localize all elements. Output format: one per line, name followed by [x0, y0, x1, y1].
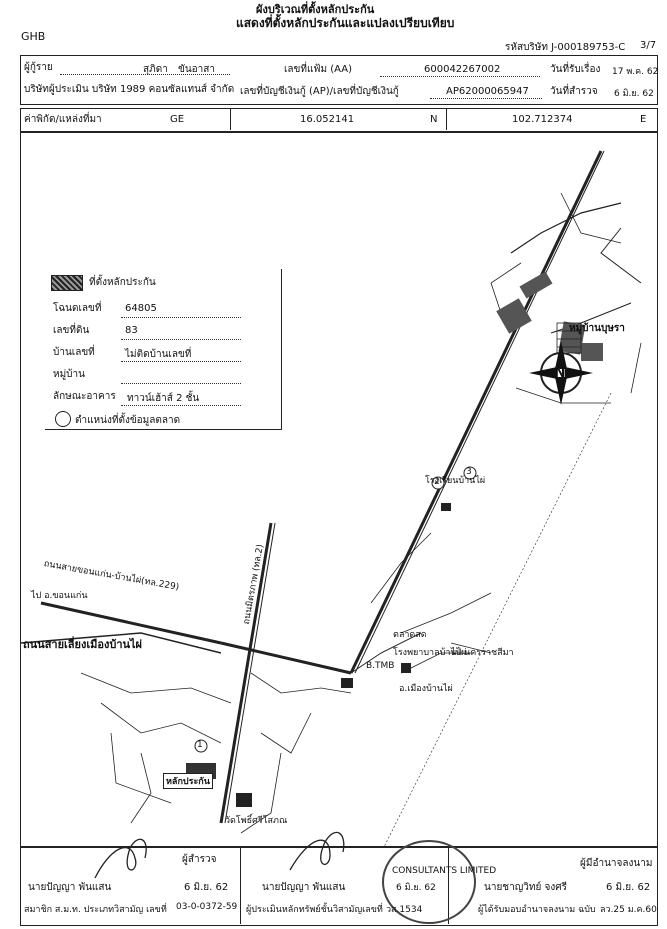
legend-land-no: 83 [125, 325, 138, 336]
file-no: 600042267002 [424, 64, 501, 75]
legend-deed-label: โฉนดเลขที่ [53, 303, 102, 314]
page-number: 3/7 [640, 40, 657, 51]
legend-house-label: บ้านเลขที่ [53, 347, 95, 358]
hatch-swatch-icon [51, 275, 83, 291]
map-marker-1: 1 [197, 740, 203, 750]
legend-building-label: ลักษณะอาคาร [53, 391, 116, 402]
market-circle-icon [55, 411, 71, 427]
map-to-khonkaen: ไป อ.ขอนแก่น [31, 591, 88, 601]
map-hospital: โรงพยาบาลบ้านไผ่ [393, 648, 467, 658]
coords-lon: 102.712374 [512, 114, 573, 125]
company-code: รหัสบริษัท J-000189753-C [505, 42, 626, 53]
coords-box [20, 108, 658, 132]
coords-divider-2 [446, 108, 447, 130]
appraiser-signature-icon [289, 831, 345, 871]
legend-house-no: ไม่ติดบ้านเลขที่ [125, 349, 192, 360]
coords-label: ค่าพิกัด/แหล่งที่มา [24, 114, 102, 125]
legend-building: ทาวน์เฮ้าส์ 2 ชั้น [127, 393, 200, 404]
stamp-text: CONSULTANTS LIMITED [392, 866, 497, 876]
authority-date: 6 มิ.ย. 62 [606, 882, 651, 893]
map-to-korat: ไป นครราชสีมา [451, 648, 514, 658]
ap-label: เลขที่บัญชีเงินกู้ (AP)/เลขที่บัญชีเงินก… [240, 86, 399, 97]
map-school: โรงเรียนบ้านไผ่ [425, 476, 486, 486]
info-box [20, 55, 658, 105]
marker-1-circle [194, 739, 208, 753]
company-stamp-icon [382, 840, 476, 924]
received-label: วันที่รับเรื่อง [550, 64, 601, 75]
page-title: แสดงที่ตั้งหลักประกันและแปลงเปรียบเทียบ [236, 16, 455, 30]
ap-underline [430, 98, 542, 99]
map-market: ตลาดสด [393, 630, 427, 640]
coords-divider [230, 108, 231, 130]
marker-3-circle [463, 466, 477, 480]
appraiser-reg-label: ผู้ประเมินหลักทรัพย์ชั้นวิสามัญเลขที่ [246, 905, 383, 915]
top-title: ผังบริเวณที่ตั้งหลักประกัน [256, 3, 375, 16]
borrower-underline [60, 74, 230, 75]
authority-ref: ลว.25 ม.ค.60 [600, 905, 657, 915]
surveyor-date: 6 มิ.ย. 62 [184, 882, 229, 893]
received-date: 17 พ.ค. 62 [612, 67, 659, 77]
coords-lat-dir: N [430, 114, 438, 125]
map-north-label: N [554, 365, 566, 381]
map-frame: ที่ตั้งหลักประกัน โฉนดเลขที่ 64805 เลขที… [20, 132, 658, 848]
borrower-first: สุภิดา [143, 64, 168, 75]
authority-label: ผู้ได้รับมอบอำนาจลงนาม ฉบับ [478, 905, 596, 915]
stamp-no: วส.1534 [386, 905, 423, 915]
legend-panel: ที่ตั้งหลักประกัน โฉนดเลขที่ 64805 เลขที… [45, 269, 282, 430]
member-label: สมาชิก ส.ม.ท. ประเภทวิสามัญ เลขที่ [24, 905, 167, 915]
legend-market-label: ตำแหน่งที่ตั้งข้อมูลตลาด [75, 415, 181, 426]
marker-2-circle [431, 476, 445, 490]
org-label: GHB [21, 30, 46, 43]
borrower-last: ขันอาสา [178, 64, 216, 75]
file-no-underline [380, 76, 540, 77]
member-no: 03-0-0372-59 [176, 902, 238, 912]
north-compass-icon [529, 341, 593, 405]
coords-lat: 16.052141 [300, 114, 355, 125]
surveyor-signature-icon [94, 838, 147, 879]
legend-collateral-label: ที่ตั้งหลักประกัน [89, 277, 156, 288]
coords-lon-dir: E [640, 114, 647, 125]
coords-source: GE [170, 114, 185, 125]
main-road [349, 150, 603, 674]
authority-name: นายชาญวิทย์ จงศรี [484, 882, 567, 893]
legend-village-label: หมู่บ้าน [53, 369, 85, 380]
survey-date: 6 มิ.ย. 62 [614, 89, 654, 99]
ap-no: AP62000065947 [446, 86, 529, 97]
map-marker-3: 3 [466, 467, 472, 477]
map-svg [21, 150, 642, 847]
map-temple: วัดโพธิ์ศรีโสภณ [225, 816, 288, 826]
footer-box [20, 846, 658, 926]
legend-land-label: เลขที่ดิน [53, 325, 90, 336]
map-village-label: หมู่บ้านบุษรา [569, 323, 625, 334]
survey-label: วันที่สำรวจ [550, 86, 598, 97]
file-no-label: เลขที่แฟ้ม (AA) [284, 64, 353, 75]
map-bypass-road: ถนนสายเลี่ยงเมืองบ้านไผ่ [23, 638, 142, 651]
map-district: อ.เมืองบ้านไผ่ [399, 684, 453, 694]
map-tmb: B.TMB [366, 661, 395, 671]
appraiser-name: นายปัญญา พันแสน [262, 882, 346, 893]
stamp-date: 6 มิ.ย. 62 [396, 883, 436, 893]
surveyor-title: ผู้สำรวจ [182, 854, 217, 865]
surveyor-name: นายปัญญา พันแสน [28, 882, 112, 893]
authority-title: ผู้มีอำนาจลงนาม [580, 858, 653, 869]
appraiser-company: บริษัทผู้ประเมิน บริษัท 1989 คอนซัลแทนส์… [24, 84, 235, 95]
map-collateral-tag: หลักประกัน [163, 773, 213, 789]
legend-deed-no: 64805 [125, 303, 157, 314]
map-marker-2: 2 [434, 477, 440, 487]
borrower-label: ผู้กู้ราย [24, 62, 53, 73]
